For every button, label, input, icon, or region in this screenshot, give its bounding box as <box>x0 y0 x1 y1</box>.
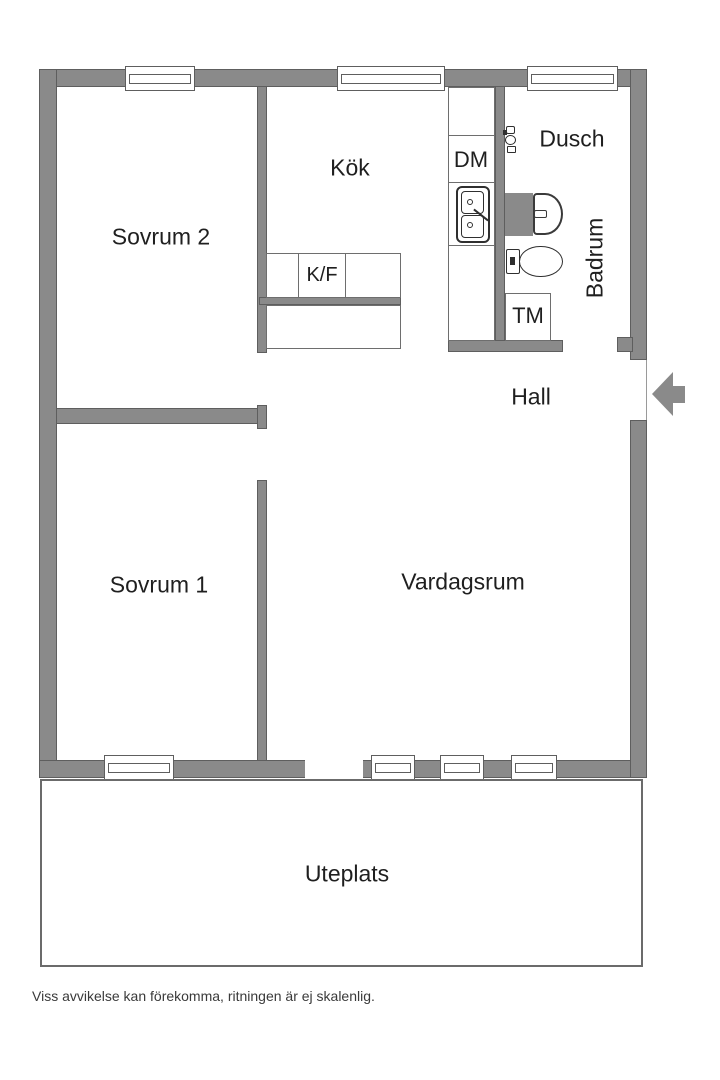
patio-opening <box>305 759 363 779</box>
wall-kok-hall <box>259 297 401 305</box>
window-sovrum2 <box>125 66 195 91</box>
shower-icon <box>503 126 517 153</box>
hall-wardrobe <box>266 305 401 349</box>
wall-sovrum2-sovrum1 <box>56 408 258 424</box>
wall-left <box>39 69 57 778</box>
room-label-badrum: Badrum <box>581 217 608 299</box>
washing-machine <box>505 293 551 341</box>
wall-sovrum1-door-jamb <box>257 405 267 429</box>
window-kok <box>337 66 445 91</box>
kitchen-cabinet-left <box>266 253 299 298</box>
entrance-opening-line <box>646 360 647 420</box>
wall-sovrum2-kok <box>257 86 267 353</box>
bathroom-sink-tap-icon <box>534 210 547 218</box>
kitchen-sink-icon <box>456 186 490 243</box>
kitchen-counter-bottom <box>448 245 495 341</box>
uteplats-area <box>40 779 643 967</box>
window-sovrum1 <box>104 755 174 782</box>
label-fridge-freezer: K/F <box>306 264 338 286</box>
room-label-hall: Hall <box>511 383 551 410</box>
wall-right-notch <box>617 337 633 352</box>
label-dishwasher: DM <box>453 147 489 172</box>
window-vardagsrum-2 <box>440 755 484 782</box>
wall-right-lower <box>630 420 647 778</box>
entrance-arrow-icon <box>652 372 673 416</box>
toilet-tank-icon <box>506 249 520 274</box>
kitchen-cabinet-right <box>345 253 401 298</box>
room-label-sovrum-2: Sovrum 2 <box>111 223 211 250</box>
window-vardagsrum-1 <box>371 755 415 782</box>
room-label-kok: Kök <box>330 154 370 181</box>
room-label-uteplats: Uteplats <box>304 860 390 887</box>
room-label-sovrum-1: Sovrum 1 <box>109 571 209 598</box>
wall-badrum-bottom <box>448 340 563 352</box>
bathroom-sink-counter <box>505 193 533 236</box>
toilet-icon <box>519 246 563 277</box>
entrance-arrow-tail <box>672 386 685 403</box>
kitchen-counter-top <box>448 87 495 136</box>
disclaimer-text: Viss avvikelse kan förekomma, ritningen … <box>32 988 375 1004</box>
window-vardagsrum-3 <box>511 755 557 782</box>
wall-right-upper <box>630 69 647 360</box>
wall-sovrum1-vardagsrum <box>257 480 267 761</box>
room-label-dusch: Dusch <box>539 125 605 152</box>
label-washing-machine: TM <box>512 303 544 328</box>
dishwasher <box>448 135 495 183</box>
room-label-vardagsrum: Vardagsrum <box>401 568 525 595</box>
window-badrum <box>527 66 618 91</box>
